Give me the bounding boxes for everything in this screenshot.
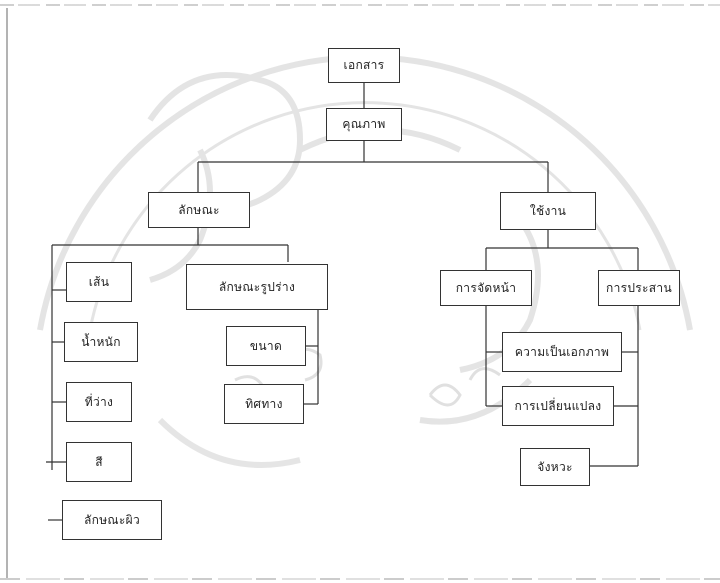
scan-edge-top: [0, 4, 720, 6]
left-col2-item: ลักษณะรูปร่าง: [186, 264, 328, 310]
left-col1-item: เส้น: [66, 262, 132, 302]
scan-edge-left: [6, 8, 8, 578]
root-node: เอกสาร: [328, 48, 400, 83]
right-item: ความเป็นเอกภาพ: [502, 332, 622, 372]
right-item: การเปลี่ยนแปลง: [502, 386, 614, 426]
quality-node: คุณภาพ: [326, 108, 402, 141]
left-col1-item: ที่ว่าง: [66, 382, 132, 422]
left-col2-item: ทิศทาง: [224, 384, 304, 424]
left-col2-item: ขนาด: [226, 326, 306, 366]
scan-edge-bottom: [0, 578, 720, 580]
layout-node: การจัดหน้า: [440, 270, 532, 306]
left-col1-item: ลักษณะผิว: [62, 500, 162, 540]
left-col1-item: น้ำหนัก: [64, 322, 138, 362]
right-item: จังหวะ: [520, 448, 590, 486]
usage-node: ใช้งาน: [500, 192, 596, 230]
left-col1-item: สี: [66, 442, 132, 482]
characteristics-node: ลักษณะ: [148, 192, 250, 228]
coordination-node: การประสาน: [598, 270, 680, 306]
